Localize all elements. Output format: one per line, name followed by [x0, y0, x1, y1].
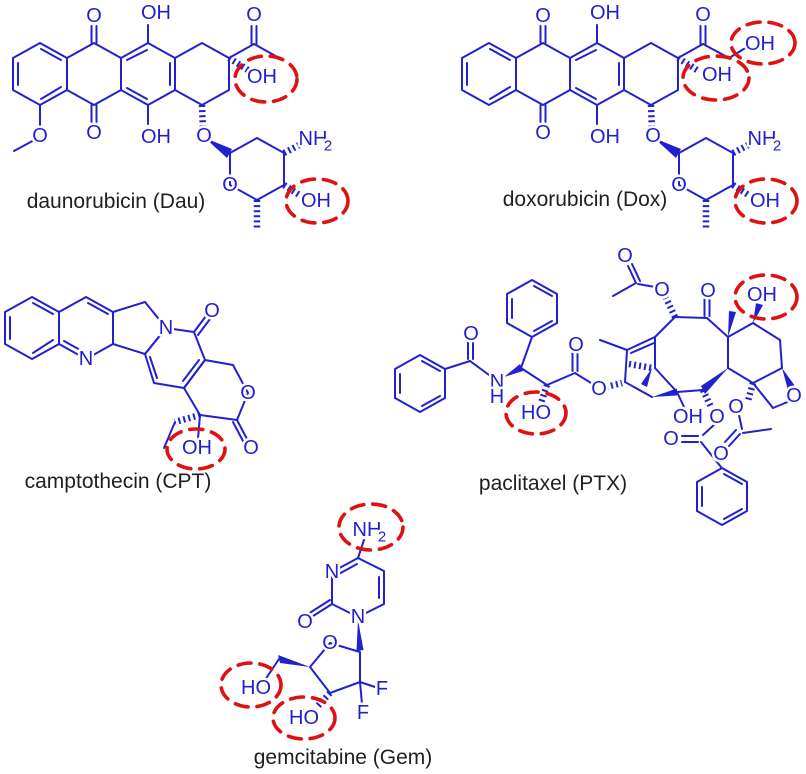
- gemcitabine-structure: NH 2 N N O O F F HO HO: [219, 500, 590, 745]
- oh-label: OH: [673, 406, 703, 428]
- o-label: O: [713, 443, 729, 465]
- o-label: O: [204, 300, 220, 322]
- highlight-circle: [165, 427, 227, 471]
- highlight-circle: [504, 390, 568, 436]
- oh-label: OH: [247, 66, 277, 88]
- paclitaxel-bonds: [394, 263, 795, 526]
- highlight-circle: [233, 54, 299, 104]
- o-label: O: [246, 4, 262, 26]
- o-label: O: [535, 122, 551, 144]
- o-label: O: [654, 279, 670, 301]
- n-label: N: [490, 371, 504, 393]
- molecule-label: paclitaxel (PTX): [478, 472, 628, 495]
- oh-label: OH: [141, 126, 171, 148]
- o-label: O: [786, 385, 802, 407]
- n-label: N: [159, 317, 173, 339]
- o-label: O: [663, 428, 679, 450]
- molecule-label: doxorubicin (Dox): [502, 188, 668, 211]
- daunorubicin-svg: O OH O OH O O OH O O NH 2 OH: [12, 0, 350, 228]
- nh2-label: NH: [299, 128, 328, 150]
- nh2-label: NH: [353, 519, 382, 541]
- doxorubicin-bonds: [461, 24, 754, 228]
- camptothecin-svg: N N O O O OH: [4, 296, 261, 471]
- oh-label: OH: [745, 33, 775, 55]
- highlight-circle: [729, 20, 797, 66]
- camptothecin-structure: N N O O O OH: [0, 250, 310, 500]
- nh2-subscript: 2: [378, 529, 386, 546]
- highlight-circle: [219, 661, 283, 709]
- molecule-label: gemcitabine (Gem): [253, 746, 433, 769]
- doxorubicin-svg: O OH O OH OH O OH O O NH 2 OH: [461, 0, 799, 228]
- o-label: O: [463, 323, 479, 345]
- ho-label: HO: [289, 707, 319, 729]
- o-label: O: [671, 174, 687, 196]
- o-label: O: [645, 125, 661, 147]
- o-label: O: [86, 5, 102, 27]
- oh-label: OH: [590, 126, 620, 148]
- o-label: O: [240, 382, 256, 404]
- oh-label: OH: [747, 284, 777, 306]
- oh-label: OH: [141, 2, 171, 24]
- oh-label: OH: [702, 64, 732, 86]
- o-label: O: [535, 5, 551, 27]
- o-label: O: [243, 437, 259, 459]
- camptothecin-bonds: [4, 296, 249, 449]
- o-label: O: [32, 125, 48, 147]
- o-label: O: [86, 122, 102, 144]
- o-label: O: [617, 245, 633, 267]
- daunorubicin-bonds: [12, 24, 305, 228]
- highlight-circle: [733, 177, 799, 225]
- h-label: H: [490, 386, 504, 408]
- doxorubicin-structure: O OH O OH OH O OH O O NH 2 OH: [400, 0, 806, 245]
- f-label: F: [376, 678, 388, 700]
- nh2-subscript: 2: [324, 138, 332, 155]
- highlight-circle: [284, 177, 350, 225]
- f-label: F: [357, 702, 369, 724]
- gemcitabine-svg: NH 2 N N O O F F HO HO: [219, 502, 405, 741]
- highlight-circle: [733, 273, 799, 321]
- n-label: N: [351, 606, 365, 628]
- oh-label: OH: [182, 437, 212, 459]
- o-label: O: [709, 406, 725, 428]
- n-label: N: [79, 348, 93, 370]
- ho-label: HO: [521, 402, 551, 424]
- highlight-circle: [681, 54, 751, 102]
- o-label: O: [222, 174, 238, 196]
- nh2-subscript: 2: [773, 138, 781, 155]
- ho-label: HO: [241, 677, 271, 699]
- o-label: O: [196, 125, 212, 147]
- molecule-label: daunorubicin (Dau): [26, 190, 206, 213]
- paclitaxel-svg: O N H HO O O O O O OH O OH O O O O: [394, 243, 804, 526]
- highlight-circle: [337, 502, 405, 552]
- daunorubicin-structure: O OH O OH O O OH O O NH 2 OH: [0, 0, 400, 245]
- oh-label: OH: [590, 2, 620, 24]
- o-label: O: [322, 632, 338, 654]
- o-label: O: [591, 378, 607, 400]
- o-label: O: [695, 4, 711, 26]
- oh-label: OH: [301, 190, 331, 212]
- nh2-label: NH: [748, 128, 777, 150]
- oh-label: OH: [750, 190, 780, 212]
- o-label: O: [568, 334, 584, 356]
- highlight-circle: [271, 695, 337, 741]
- n-label: N: [325, 561, 339, 583]
- o-label: O: [728, 396, 744, 418]
- o-label: O: [700, 280, 716, 302]
- molecule-label: camptothecin (CPT): [24, 470, 212, 493]
- paclitaxel-structure: O N H HO O O O O O OH O OH O O O O: [300, 240, 806, 540]
- o-label: O: [297, 611, 313, 633]
- gemcitabine-bonds: [264, 539, 385, 711]
